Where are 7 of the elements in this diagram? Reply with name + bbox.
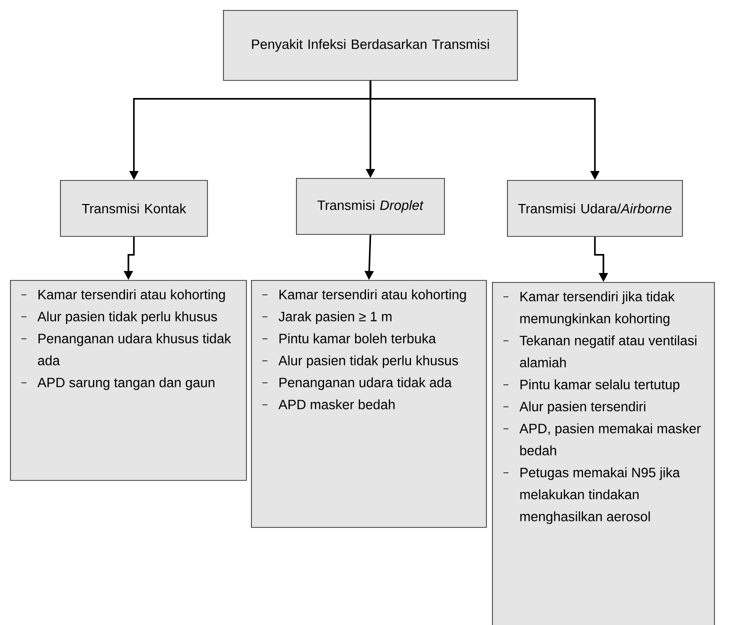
list-box: Kamar tersendiri atau kohorting Jarak pasien ≥ 1 m Pintu kamar boleh terbuka Alur pasien tidak perlu khusus Penanganan udara tidak ada APD masker bedah [251, 280, 487, 528]
category-box: Transmisi Droplet [296, 178, 445, 235]
list-box: Kamar tersendiri jika tidak memungkinkan kohorting Tekanan negatif atau ventilasi alamiah Pintu kamar selalu tertutup Alur pasien tersendiri APD, pasien memakai masker bedah Petugas memakai N95 jika melakukan tindakan menghasilkan aerosol [492, 282, 715, 625]
category-box: Penyakit Infeksi Berdasarkan Transmisi [223, 10, 518, 81]
category-box: Transmisi Kontak [60, 180, 208, 237]
list-box: Kamar tersendiri atau kohorting Alur pasien tidak perlu khusus Penanganan udara khusus tidak ada APD sarung tangan dan gaun [10, 280, 247, 481]
category-box: Transmisi Udara/Airborne [507, 180, 683, 237]
